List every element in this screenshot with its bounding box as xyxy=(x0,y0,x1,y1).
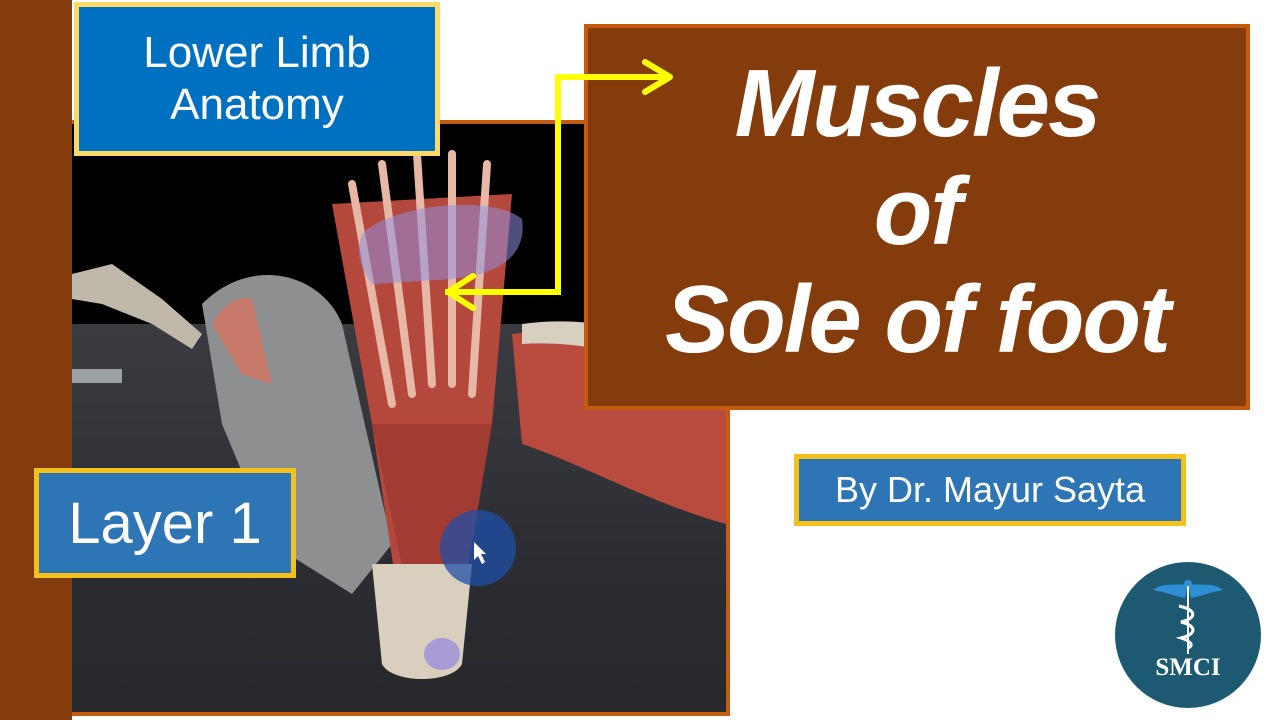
table-rail xyxy=(72,369,122,383)
series-label-line-2: Anatomy xyxy=(170,80,344,129)
layer-label: Layer 1 xyxy=(68,490,262,556)
logo-text: SMCI xyxy=(1155,654,1221,681)
title-line-3: Sole of foot xyxy=(665,266,1171,373)
title-line-2: of xyxy=(873,158,963,265)
series-label-line-1: Lower Limb xyxy=(143,28,371,77)
title-box: Muscles of Sole of foot xyxy=(584,24,1250,410)
left-accent-bar xyxy=(0,0,72,720)
caduceus-icon xyxy=(1153,580,1223,654)
title-line-1: Muscles xyxy=(734,50,1102,157)
author-label: By Dr. Mayur Sayta xyxy=(834,469,1146,510)
layer-label-box: Layer 1 xyxy=(34,468,296,578)
author-box: By Dr. Mayur Sayta xyxy=(794,454,1186,526)
series-label-box: Lower Limb Anatomy xyxy=(74,2,440,156)
smci-logo: SMCI xyxy=(1115,562,1261,708)
